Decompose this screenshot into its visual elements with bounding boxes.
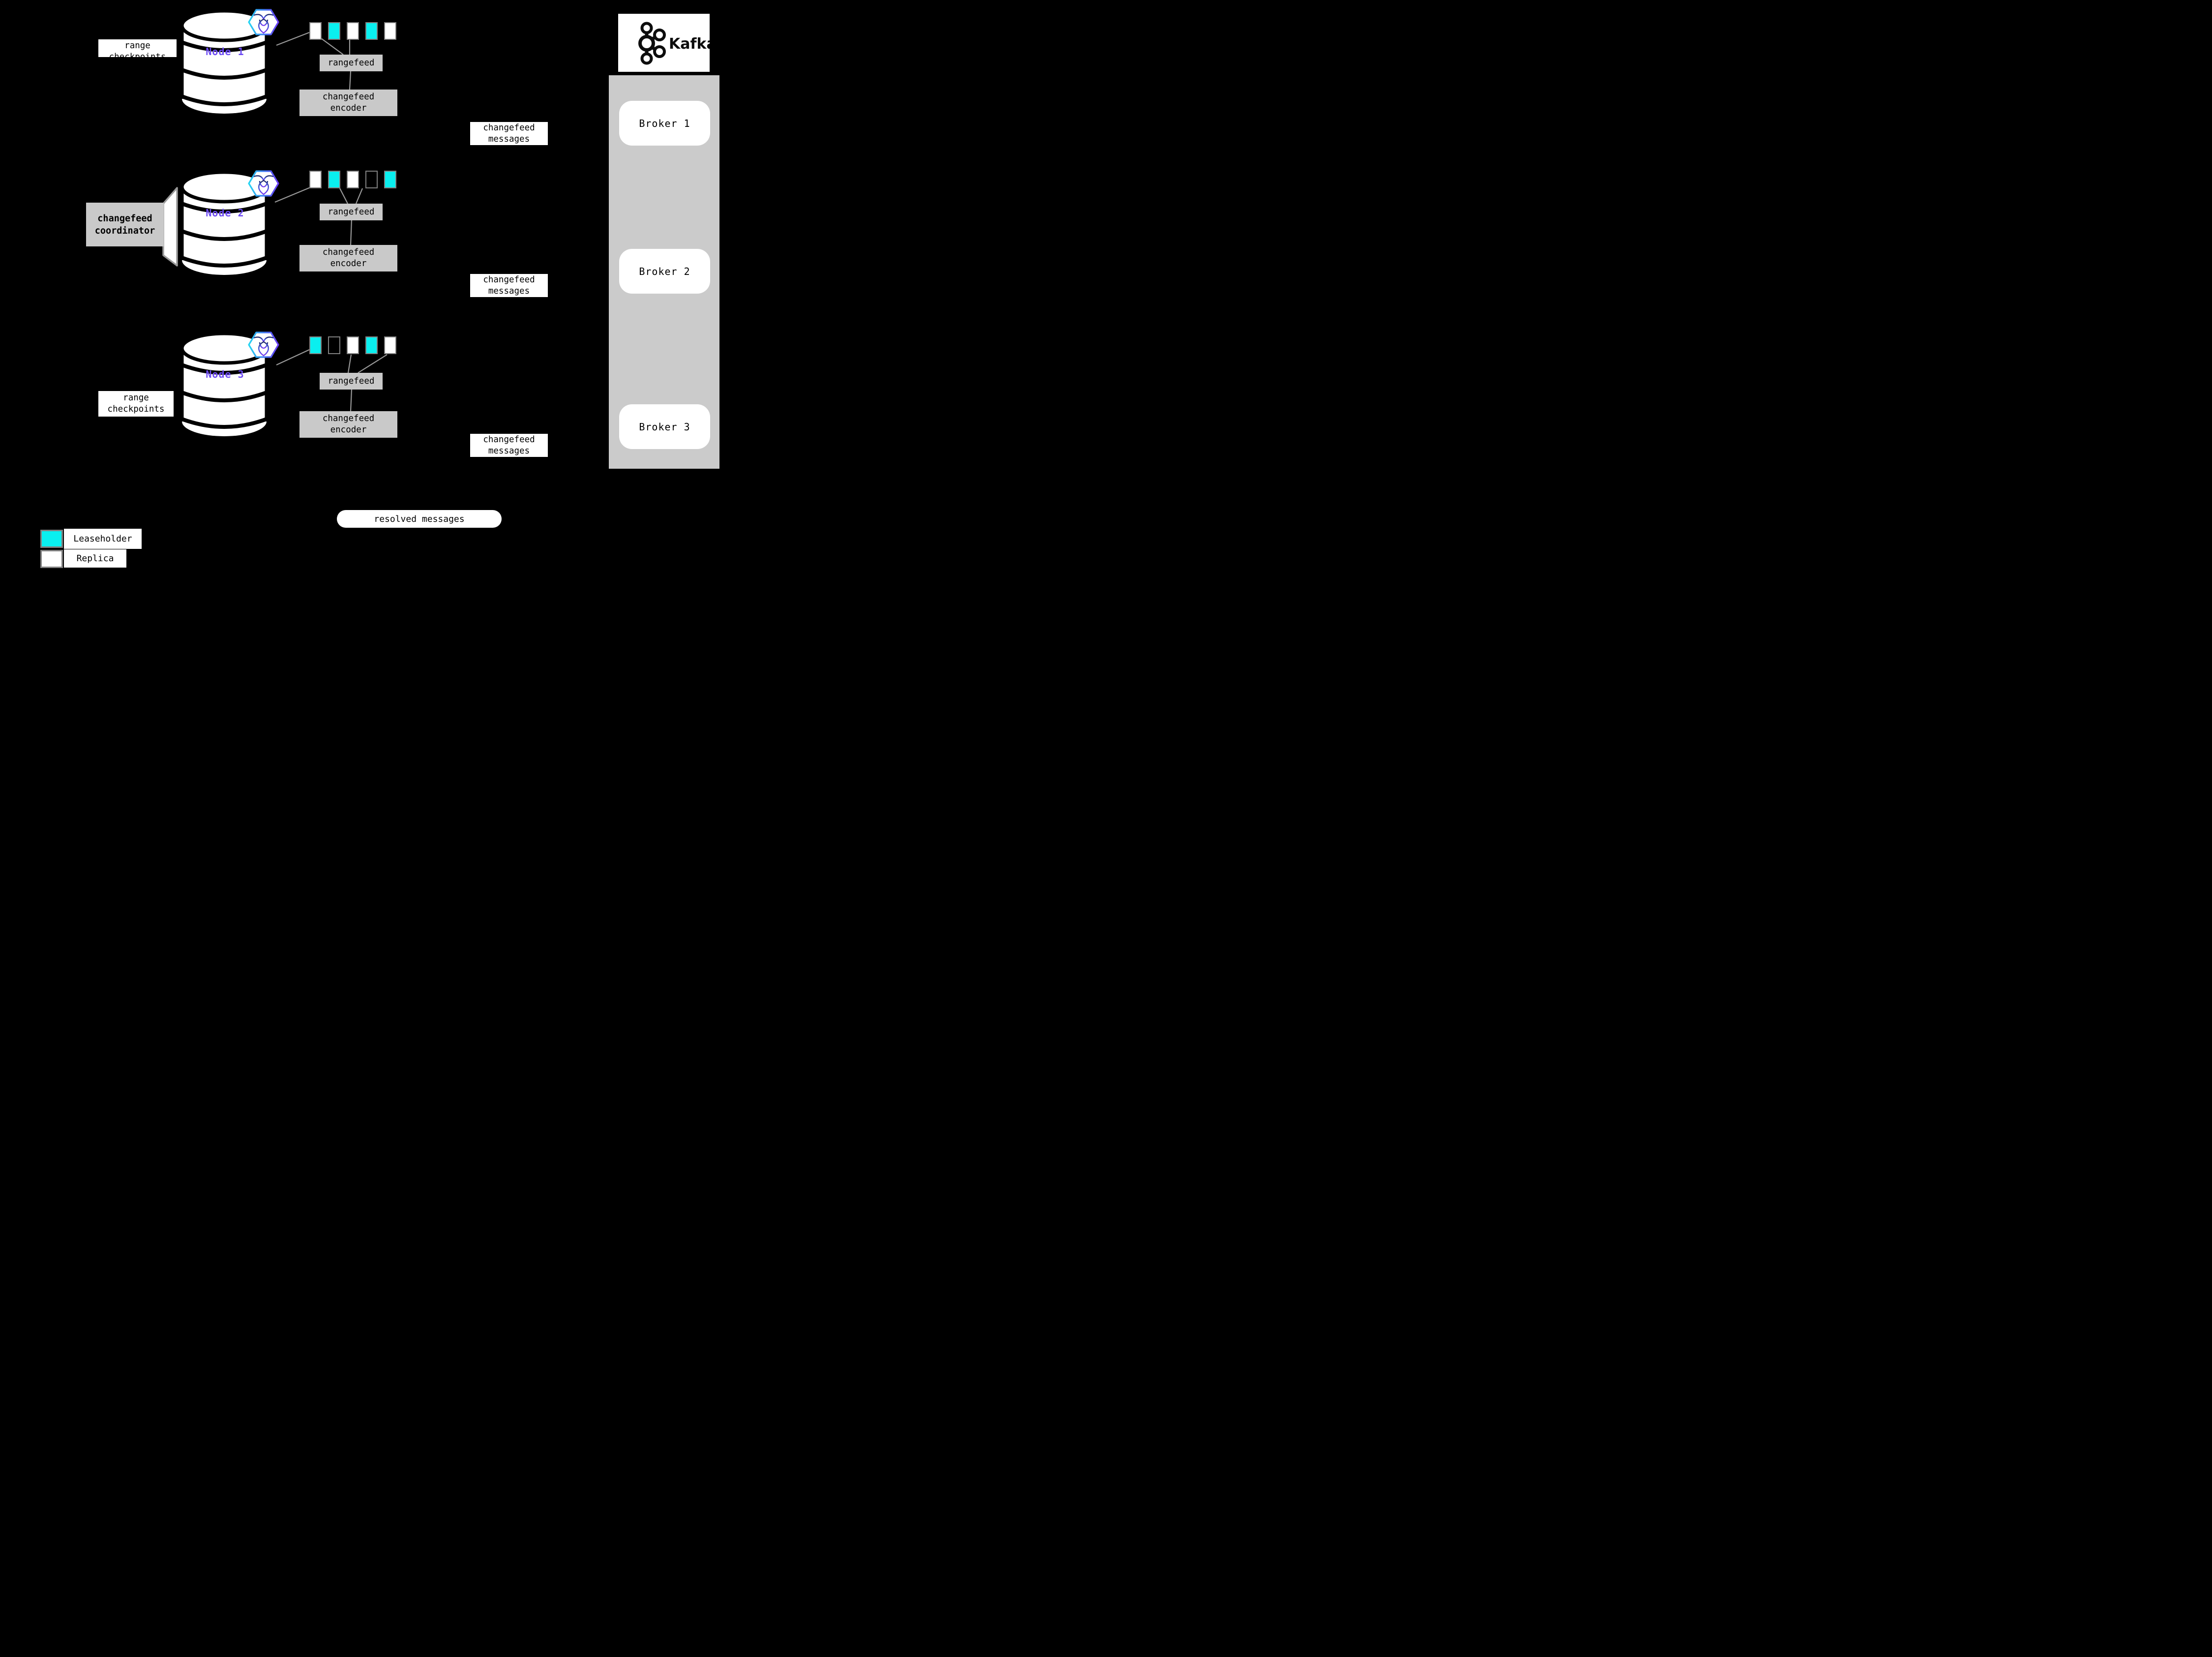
range-box-replica (384, 22, 396, 40)
node3-database-cylinder (180, 331, 269, 436)
coordinator-flag-shape (162, 187, 178, 267)
node1-changefeed-encoder-label: changefeed encoder (299, 90, 397, 116)
range-box-replica (384, 336, 396, 354)
node3-title: Node 3 (206, 368, 244, 380)
legend-leaseholder-label: Leaseholder (64, 529, 142, 549)
range-checkpoints-label-node3: range checkpoints (98, 391, 174, 417)
range-box-leaseholder (328, 171, 340, 188)
node3-rangefeed-label: rangefeed (320, 373, 383, 390)
changefeed-messages-label-2: changefeed messages (470, 274, 548, 297)
connector-lines-layer (162, 31, 720, 427)
node2-title: Node 2 (206, 207, 244, 219)
node1-title: Node 1 (206, 46, 244, 58)
range-box-replica (309, 171, 322, 188)
changefeed-coordinator-label: changefeed coordinator (86, 203, 164, 246)
kafka-broker-2: Broker 2 (619, 249, 710, 294)
range-box-empty (365, 171, 378, 188)
range-box-replica (347, 171, 359, 188)
cockroachdb-logo-icon (248, 9, 279, 35)
range-box-replica (347, 336, 359, 354)
changefeed-architecture-diagram: range checkpoints Node 1 (0, 0, 771, 577)
range-box-replica (309, 22, 322, 40)
node3-changefeed-encoder-label: changefeed encoder (299, 411, 397, 438)
kafka-broker-1: Broker 1 (619, 101, 710, 146)
legend-replica-label: Replica (64, 549, 126, 568)
range-box-leaseholder (365, 22, 378, 40)
range-box-leaseholder (384, 171, 396, 188)
node1-rangefeed-label: rangefeed (320, 55, 383, 71)
legend-leaseholder-swatch (40, 530, 63, 548)
resolved-messages-pill: resolved messages (337, 510, 502, 528)
node2-changefeed-encoder-label: changefeed encoder (299, 245, 397, 271)
svg-text:Kafka: Kafka (669, 35, 710, 53)
range-box-leaseholder (365, 336, 378, 354)
node3-range-row (309, 336, 396, 354)
range-box-replica (347, 22, 359, 40)
node2-rangefeed-label: rangefeed (320, 204, 383, 220)
changefeed-messages-label-3: changefeed messages (470, 434, 548, 457)
kafka-logo-box: Kafka (618, 14, 710, 72)
node2-database-cylinder (180, 170, 269, 275)
cockroachdb-logo-icon (248, 170, 279, 197)
node1-range-row (309, 22, 396, 40)
node2-range-row (309, 171, 396, 188)
range-checkpoints-label-node1: range checkpoints (98, 39, 177, 57)
kafka-broker-3: Broker 3 (619, 404, 710, 449)
legend-replica-swatch (40, 550, 63, 568)
node1-database-cylinder (180, 9, 269, 114)
changefeed-messages-label-1: changefeed messages (470, 122, 548, 145)
range-box-leaseholder (309, 336, 322, 354)
range-box-leaseholder (328, 22, 340, 40)
range-box-empty (328, 336, 340, 354)
cockroachdb-logo-icon (248, 331, 279, 358)
kafka-logo-icon: Kafka (638, 22, 710, 65)
